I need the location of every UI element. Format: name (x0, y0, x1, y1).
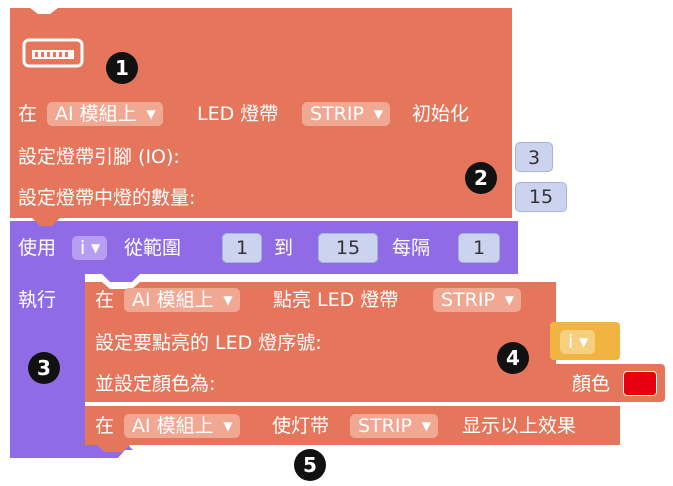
show-mid-label: 使灯带 (272, 415, 330, 437)
count-number-value: 15 (528, 186, 554, 208)
loop-from-value: 1 (235, 237, 249, 259)
loop-to-field[interactable]: 15 (318, 233, 378, 263)
loop-variable-dropdown[interactable]: i ▼ (72, 236, 108, 260)
callout-badge-3: 3 (28, 352, 60, 384)
loop-to-value: 15 (335, 237, 361, 259)
callout-badge-1: 1 (106, 52, 138, 84)
light-index-value: i (568, 331, 574, 353)
light-index-label: 設定要點亮的 LED 燈序號: (95, 332, 322, 354)
light-prefix: 在 (95, 289, 115, 311)
light-module-dropdown[interactable]: AI 模組上 ▼ (124, 288, 240, 312)
init-strip-value: STRIP (310, 103, 364, 125)
count-number-field[interactable]: 15 (515, 182, 567, 212)
show-module-value: AI 模組上 (132, 415, 214, 437)
init-mid-label: LED 燈帶 (197, 103, 279, 125)
loop-use-label: 使用 (18, 237, 57, 259)
callout-badge-5: 5 (294, 449, 326, 481)
dropdown-arrow-icon: ▼ (421, 419, 431, 433)
dropdown-arrow-icon: ▼ (223, 419, 233, 433)
show-module-dropdown[interactable]: AI 模組上 ▼ (124, 414, 240, 438)
count-label: 設定燈帶中燈的數量: (18, 187, 196, 209)
pin-label: 設定燈帶引腳 (IO): (18, 146, 180, 168)
loop-step-label: 每隔 (392, 237, 431, 259)
dropdown-arrow-icon: ▼ (373, 107, 383, 121)
dropdown-arrow-icon: ▼ (91, 241, 101, 255)
loop-range-label: 從範圍 (124, 237, 182, 259)
init-module-value: AI 模組上 (55, 103, 137, 125)
color-swatch[interactable] (623, 371, 657, 396)
init-suffix: 初始化 (412, 103, 470, 125)
loop-variable-value: i (80, 237, 86, 259)
init-module-dropdown[interactable]: AI 模組上 ▼ (47, 102, 163, 126)
light-strip-value: STRIP (441, 289, 495, 311)
dropdown-arrow-icon: ▼ (146, 107, 156, 121)
led-strip-icon (22, 38, 84, 72)
pin-number-field[interactable]: 3 (515, 142, 553, 172)
init-prefix: 在 (18, 103, 38, 125)
light-color-label: 並設定顏色為: (95, 373, 216, 395)
pin-number-value: 3 (527, 147, 541, 169)
callout-badge-4: 4 (497, 342, 529, 374)
loop-from-field[interactable]: 1 (222, 233, 262, 263)
light-index-variable[interactable]: i ▼ (560, 330, 596, 354)
show-suffix: 显示以上效果 (462, 415, 577, 437)
show-strip-value: STRIP (358, 415, 412, 437)
show-prefix: 在 (95, 415, 115, 437)
loop-step-field[interactable]: 1 (458, 233, 500, 263)
light-mid-label: 點亮 LED 燈帶 (273, 289, 399, 311)
init-strip-dropdown[interactable]: STRIP ▼ (302, 102, 390, 126)
light-module-value: AI 模組上 (132, 289, 214, 311)
dropdown-arrow-icon: ▼ (504, 293, 514, 307)
loop-do-label: 執行 (18, 289, 57, 311)
light-strip-dropdown[interactable]: STRIP ▼ (433, 288, 521, 312)
loop-step-value: 1 (472, 237, 486, 259)
color-block-label: 顏色 (572, 373, 611, 395)
callout-badge-2: 2 (465, 162, 497, 194)
show-strip-dropdown[interactable]: STRIP ▼ (350, 414, 438, 438)
dropdown-arrow-icon: ▼ (579, 335, 589, 349)
loop-to-label: 到 (274, 237, 294, 259)
dropdown-arrow-icon: ▼ (223, 293, 233, 307)
light-block-shape (85, 282, 556, 402)
